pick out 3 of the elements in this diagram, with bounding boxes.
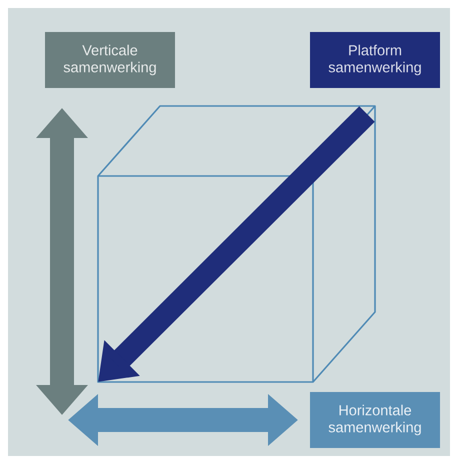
label-box: Horizontale samenwerking: [310, 392, 440, 448]
label-box: Platform samenwerking: [310, 32, 440, 88]
label-box: Verticale samenwerking: [45, 32, 175, 88]
